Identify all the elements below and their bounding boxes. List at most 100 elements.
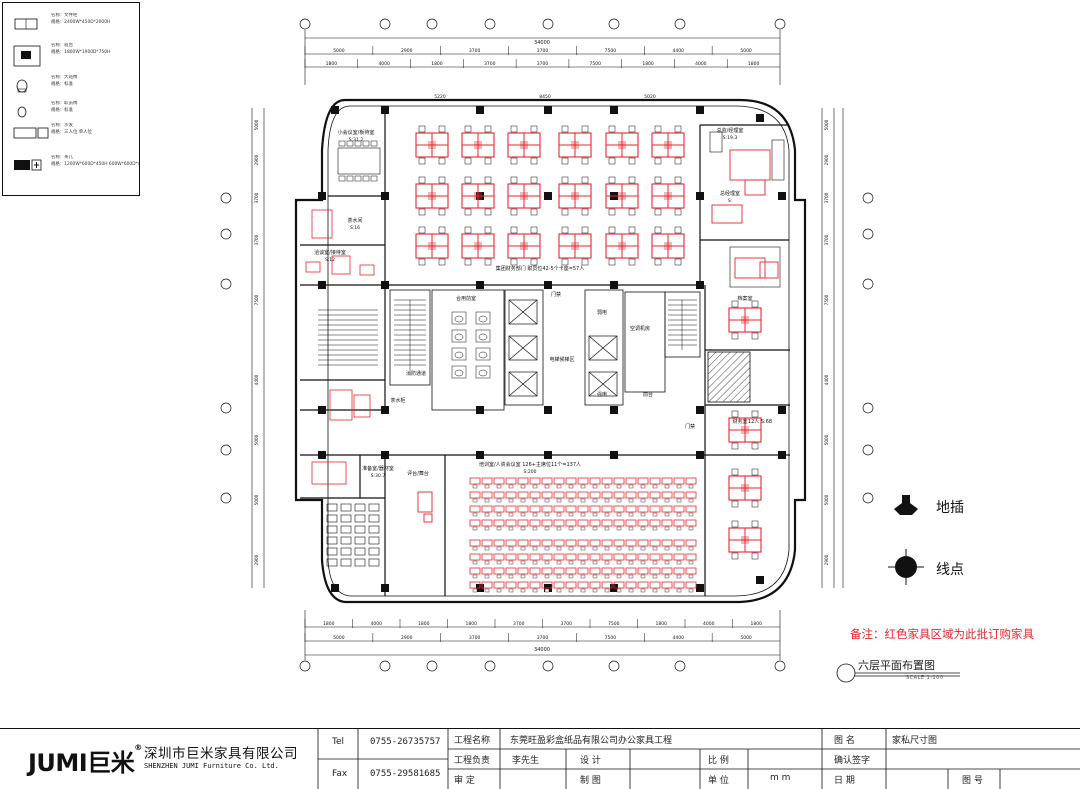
training-chair — [556, 546, 562, 551]
training-chair — [664, 498, 670, 503]
training-desk — [601, 567, 613, 575]
training-desk — [685, 567, 697, 575]
dimension-text: 3700 — [561, 621, 573, 627]
training-chair — [508, 484, 514, 489]
seat — [368, 536, 380, 545]
column — [476, 406, 484, 414]
training-chair — [592, 588, 598, 593]
building-outline — [294, 98, 807, 604]
date-label: 日 期 — [834, 776, 855, 786]
training-chair — [520, 560, 526, 565]
legend-spec: 规格：2400W*450D*2000H — [51, 19, 111, 25]
training-desk — [613, 519, 625, 527]
dimension-text: 4400 — [672, 635, 684, 641]
desk-core — [664, 242, 672, 250]
training-desk — [685, 539, 697, 547]
training-desk — [637, 477, 649, 485]
training-chair — [484, 560, 490, 565]
workstation-cluster — [728, 468, 762, 508]
training-chair — [604, 546, 610, 551]
training-chair — [580, 546, 586, 551]
training-chair — [496, 498, 502, 503]
desk-core — [741, 426, 749, 434]
chair — [731, 500, 739, 508]
seat — [354, 536, 366, 545]
training-desk — [565, 539, 577, 547]
room-label: 电梯候梯区 — [549, 356, 574, 363]
training-chair — [616, 588, 622, 593]
training-desk — [565, 519, 577, 527]
training-chair — [628, 588, 634, 593]
room-label: 洽谈室/接待室 — [314, 249, 346, 256]
legend-name: 名称：文件柜 — [51, 13, 78, 18]
workstation-cluster — [507, 176, 541, 216]
inner-dimension-text: 5020 — [644, 94, 656, 100]
training-desk — [589, 581, 601, 589]
training-chair — [628, 498, 634, 503]
training-desk — [613, 567, 625, 575]
room-label: 门禁 — [551, 291, 561, 298]
room-area: S:16 — [350, 225, 360, 231]
chair — [674, 258, 682, 266]
legend-spec: 规格：标准 — [51, 81, 73, 87]
desk-core — [474, 192, 482, 200]
training-desk — [565, 491, 577, 499]
column — [331, 584, 339, 592]
room-label: 12人 S:68 — [748, 419, 772, 425]
training-desk — [481, 477, 493, 485]
training-desk — [601, 477, 613, 485]
training-desk — [685, 491, 697, 499]
drawing-name-value: 家私尺寸图 — [892, 736, 938, 746]
training-desk — [505, 519, 517, 527]
training-chair — [664, 526, 670, 531]
stairs — [394, 299, 697, 370]
legend-spec: 规格：1800W*1900D*750H — [51, 49, 111, 55]
seat — [326, 503, 338, 512]
seat — [326, 514, 338, 523]
training-chair — [664, 546, 670, 551]
legend-spec: 规格：1200W*600D*450H 600W*600D*450H — [51, 161, 139, 167]
staff-chair-icon — [13, 103, 39, 121]
training-desk — [517, 553, 529, 561]
column — [381, 281, 389, 289]
top-grid-markers — [299, 18, 786, 30]
chair — [731, 410, 739, 418]
executive-office-static — [709, 131, 785, 288]
training-desk — [577, 519, 589, 527]
chair — [608, 176, 616, 184]
workstation-cluster — [415, 176, 449, 216]
training-chair — [508, 512, 514, 517]
training-chair — [664, 512, 670, 517]
chair — [608, 226, 616, 234]
dimension-text: 3700 — [469, 635, 481, 641]
training-chair — [544, 512, 550, 517]
column — [381, 451, 389, 459]
workstation-cluster — [728, 410, 762, 450]
chair — [608, 208, 616, 216]
training-desk — [493, 519, 505, 527]
training-chair — [676, 546, 682, 551]
room-label: 消防通道 — [406, 370, 426, 377]
dimension-text: 3700 — [537, 48, 549, 54]
chair — [608, 258, 616, 266]
training-chair — [508, 526, 514, 531]
training-chair — [676, 498, 682, 503]
training-chair — [688, 484, 694, 489]
training-desk — [577, 477, 589, 485]
training-chair — [628, 484, 634, 489]
chair — [581, 157, 589, 165]
tea-table-icon — [13, 157, 42, 175]
floor-title-symbol — [836, 663, 960, 683]
training-chair — [652, 512, 658, 517]
wire-point-label: 线点 — [936, 562, 964, 578]
side-dimension-text: 2900 — [254, 154, 259, 165]
column — [696, 106, 704, 114]
meeting-chair — [346, 140, 354, 147]
training-desk — [649, 581, 661, 589]
training-desk — [493, 553, 505, 561]
meeting-chair — [370, 140, 378, 147]
column — [696, 584, 704, 592]
